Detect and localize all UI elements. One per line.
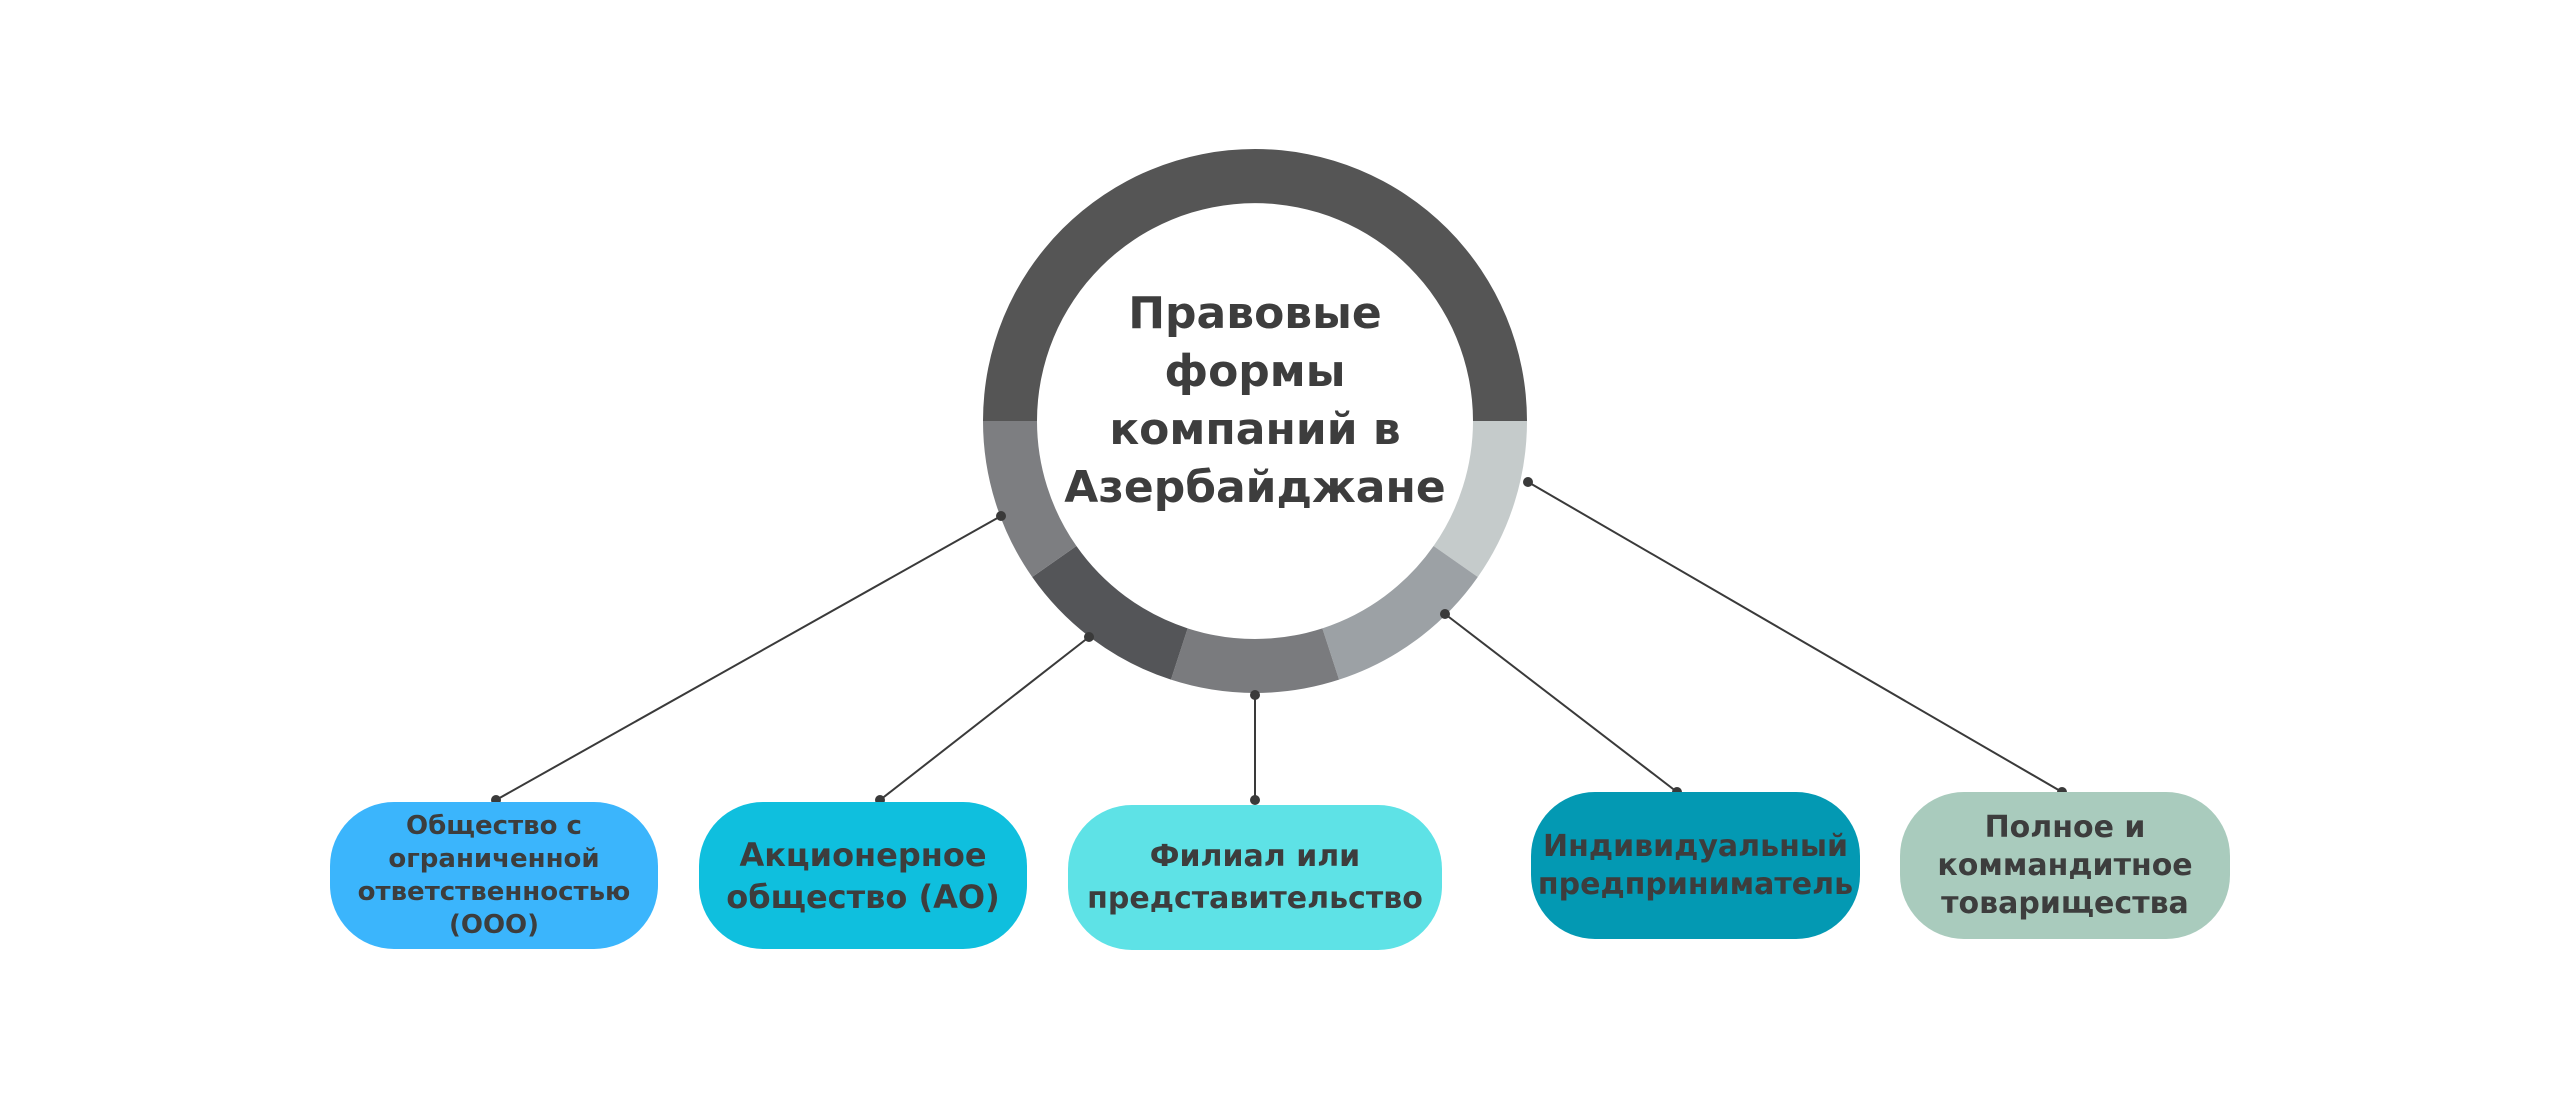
connector-dot: [1250, 690, 1260, 700]
connector-line: [495, 515, 1002, 801]
node-sole-entrepreneur[interactable]: Индивидуальный предприниматель: [1531, 792, 1860, 939]
node-label: Полное и коммандитное товарищества: [1937, 809, 2193, 921]
node-partnerships[interactable]: Полное и коммандитное товарищества: [1900, 792, 2230, 939]
node-llc[interactable]: Общество с ограниченной ответственностью…: [330, 802, 658, 949]
node-label: Акционерное общество (АО): [726, 835, 1000, 916]
node-label: Филиал или представительство: [1087, 838, 1423, 916]
connector-dot: [996, 511, 1006, 521]
connector-line: [1444, 613, 1678, 793]
center-ring: [983, 149, 1527, 693]
connectors: [491, 477, 2067, 805]
node-label: Индивидуальный предприниматель: [1537, 828, 1854, 902]
center-title: Правовые формы компаний в Азербайджане: [1064, 288, 1446, 513]
connector-dot: [1084, 632, 1094, 642]
node-branch[interactable]: Филиал или представительство: [1068, 805, 1442, 950]
node-joint-stock[interactable]: Акционерное общество (АО): [699, 802, 1027, 949]
connector-dot: [1523, 477, 1533, 487]
ring-segment: [1032, 546, 1188, 680]
ring-segment: [1433, 421, 1527, 578]
ring-segment: [1170, 628, 1340, 693]
connector-line: [1527, 481, 2063, 793]
connector-line: [879, 636, 1090, 801]
ring-segment: [1322, 546, 1478, 680]
ring-segment: [983, 149, 1527, 421]
node-label: Общество с ограниченной ответственностью…: [357, 810, 631, 940]
ring-segment: [983, 421, 1077, 578]
connector-dot: [1440, 609, 1450, 619]
connector-dot: [1250, 795, 1260, 805]
